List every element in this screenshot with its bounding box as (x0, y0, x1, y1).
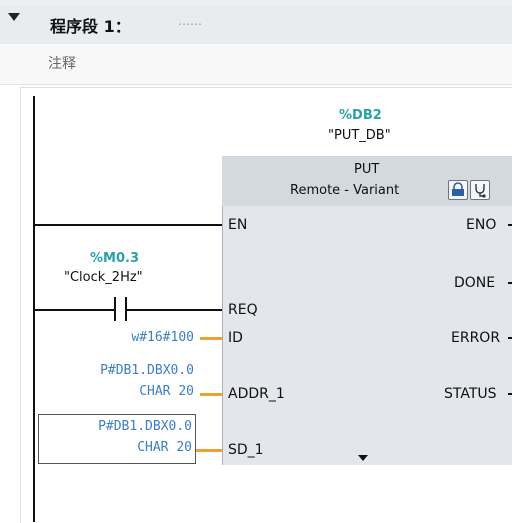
pin-sd-1: SD_1 (228, 442, 264, 458)
network-comment-row[interactable] (0, 44, 512, 85)
eno-wire (508, 224, 512, 226)
req-wire-left (34, 309, 114, 311)
addr1-param-line1[interactable]: P#DB1.DBX0.0 (100, 363, 194, 378)
instance-db-name[interactable]: "PUT_DB" (328, 128, 391, 143)
block-subtitle: Remote - Variant (290, 183, 400, 198)
status-wire (508, 393, 512, 395)
lock-icon[interactable] (448, 180, 468, 200)
top-strip (0, 0, 512, 6)
network-title[interactable]: 程序段 1： (50, 17, 131, 36)
diagnostics-icon[interactable] (470, 180, 490, 200)
no-contact-left-bar[interactable] (114, 297, 116, 321)
no-contact-right-bar[interactable] (125, 297, 127, 321)
pin-id: ID (228, 330, 243, 346)
sd1-param-selection-box[interactable] (38, 414, 196, 464)
network-comment[interactable]: 注释 (48, 56, 76, 72)
instance-db-address[interactable]: %DB2 (339, 108, 382, 123)
done-wire (508, 282, 512, 284)
network-header[interactable] (0, 6, 512, 44)
expand-pins-arrow-icon[interactable] (358, 455, 368, 461)
error-wire (508, 337, 512, 339)
sd1-pin-wire (196, 449, 222, 452)
req-wire-right (127, 309, 222, 311)
sd1-param-line2[interactable]: CHAR 20 (137, 440, 192, 455)
pin-eno: ENO (466, 217, 497, 233)
contact-address[interactable]: %M0.3 (90, 251, 139, 266)
network-title-placeholder[interactable]: …… (178, 14, 202, 28)
collapse-arrow-icon[interactable] (8, 13, 20, 21)
pin-status: STATUS (444, 386, 497, 402)
pin-en: EN (228, 217, 248, 233)
pin-error: ERROR (451, 330, 501, 346)
pin-addr-1: ADDR_1 (228, 386, 285, 402)
contact-name[interactable]: "Clock_2Hz" (64, 270, 143, 285)
sd1-param-line1[interactable]: P#DB1.DBX0.0 (98, 419, 192, 434)
en-wire (34, 224, 222, 226)
block-name: PUT (354, 162, 380, 177)
addr1-pin-wire (200, 393, 222, 396)
pin-req: REQ (228, 302, 258, 318)
id-pin-wire (200, 337, 222, 340)
put-function-block[interactable] (222, 156, 512, 465)
addr1-param-line2[interactable]: CHAR 20 (139, 384, 194, 399)
pin-done: DONE (454, 275, 496, 291)
id-param-value[interactable]: w#16#100 (131, 330, 194, 345)
